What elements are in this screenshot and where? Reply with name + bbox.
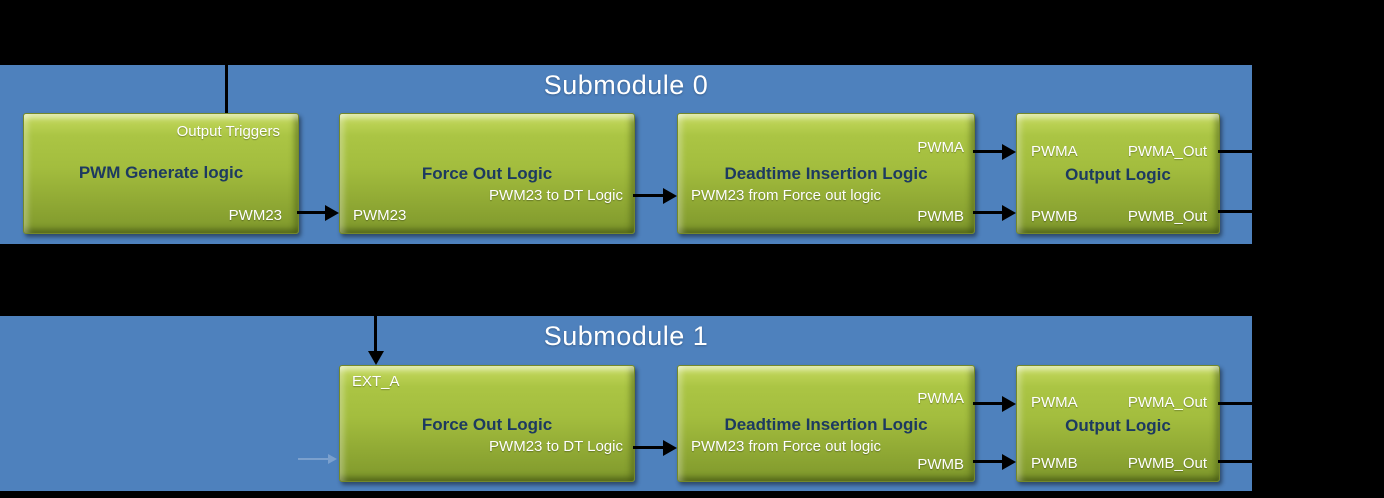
pwm-generate-logic-title: PWM Generate logic: [78, 163, 244, 182]
output-pwma-out-label: PWMA_Out: [1127, 143, 1207, 160]
faint-input-arrowhead-icon: [328, 454, 337, 464]
output-pwmb-out-label: PWMB_Out: [1127, 455, 1207, 472]
force-to-deadtime-line: [633, 446, 663, 449]
pwm-generate-logic-block: Output Triggers PWM Generate logic PWM23: [23, 113, 299, 234]
deadtime-insertion-logic-title: Deadtime Insertion Logic: [724, 415, 928, 434]
force-to-deadtime-arrowhead-icon: [663, 188, 677, 204]
ext-a-label: EXT_A: [352, 373, 400, 390]
pwma-out-line: [1218, 150, 1252, 153]
output-logic-block: PWMA PWMA_Out Output Logic PWMB PWMB_Out: [1016, 113, 1220, 234]
pwma-connector-line: [973, 150, 1002, 153]
pwmb-arrowhead-icon: [1002, 454, 1016, 470]
pwm23-arrowhead-icon: [325, 205, 339, 221]
deadtime-pwmb-label: PWMB: [917, 208, 964, 225]
force-out-logic-title: Force Out Logic: [421, 415, 553, 434]
deadtime-pwmb-label: PWMB: [917, 456, 964, 473]
pwmb-out-line: [1218, 210, 1252, 213]
submodule-0-title: Submodule 0: [543, 70, 709, 100]
deadtime-subtitle: PWM23 from Force out logic: [691, 438, 882, 455]
pwm23-out-label: PWM23: [228, 207, 282, 224]
output-pwmb-out-label: PWMB_Out: [1127, 208, 1207, 225]
output-pwma-out-label: PWMA_Out: [1127, 394, 1207, 411]
ext-a-arrowhead-icon: [368, 351, 384, 365]
pwmb-arrowhead-icon: [1002, 205, 1016, 221]
faint-input-line: [298, 458, 328, 460]
output-logic-title: Output Logic: [1065, 416, 1171, 435]
output-triggers-label: Output Triggers: [176, 123, 280, 140]
output-logic-block: PWMA PWMA_Out Output Logic PWMB PWMB_Out: [1016, 365, 1220, 482]
force-out-logic-block: EXT_A Force Out Logic PWM23 to DT Logic: [339, 365, 635, 482]
pwma-arrowhead-icon: [1002, 144, 1016, 160]
pwmb-connector-line: [973, 211, 1002, 214]
deadtime-pwma-label: PWMA: [917, 139, 964, 156]
pwma-arrowhead-icon: [1002, 396, 1016, 412]
force-to-deadtime-arrowhead-icon: [663, 440, 677, 456]
output-triggers-line: [225, 65, 228, 113]
submodule-1-panel: Submodule 1 EXT_A Force Out Logic PWM23 …: [0, 316, 1252, 491]
submodule-1-title: Submodule 1: [543, 321, 709, 351]
output-pwma-label: PWMA: [1031, 143, 1078, 160]
pwmb-out-line: [1218, 460, 1252, 463]
output-pwmb-label: PWMB: [1031, 208, 1078, 225]
output-pwma-label: PWMA: [1031, 394, 1078, 411]
pwma-connector-line: [973, 402, 1002, 405]
pwm23-in-label: PWM23: [353, 207, 407, 224]
pwm23-connector-line: [297, 211, 325, 214]
force-to-deadtime-line: [633, 194, 663, 197]
deadtime-insertion-logic-block: PWMA Deadtime Insertion Logic PWM23 from…: [677, 113, 975, 234]
force-out-subtitle: PWM23 to DT Logic: [489, 438, 623, 455]
output-pwmb-label: PWMB: [1031, 455, 1078, 472]
deadtime-pwma-label: PWMA: [917, 390, 964, 407]
force-out-logic-title: Force Out Logic: [421, 164, 553, 183]
force-out-subtitle: PWM23 to DT Logic: [489, 187, 623, 204]
pwmb-connector-line: [973, 460, 1002, 463]
deadtime-insertion-logic-title: Deadtime Insertion Logic: [724, 164, 928, 183]
pwma-out-line: [1218, 402, 1252, 405]
ext-a-connector-line: [374, 316, 377, 352]
submodule-0-panel: Submodule 0 Output Triggers PWM Generate…: [0, 65, 1252, 244]
output-logic-title: Output Logic: [1065, 165, 1171, 184]
deadtime-insertion-logic-block: PWMA Deadtime Insertion Logic PWM23 from…: [677, 365, 975, 482]
force-out-logic-block: Force Out Logic PWM23 to DT Logic PWM23: [339, 113, 635, 234]
deadtime-subtitle: PWM23 from Force out logic: [691, 187, 882, 204]
